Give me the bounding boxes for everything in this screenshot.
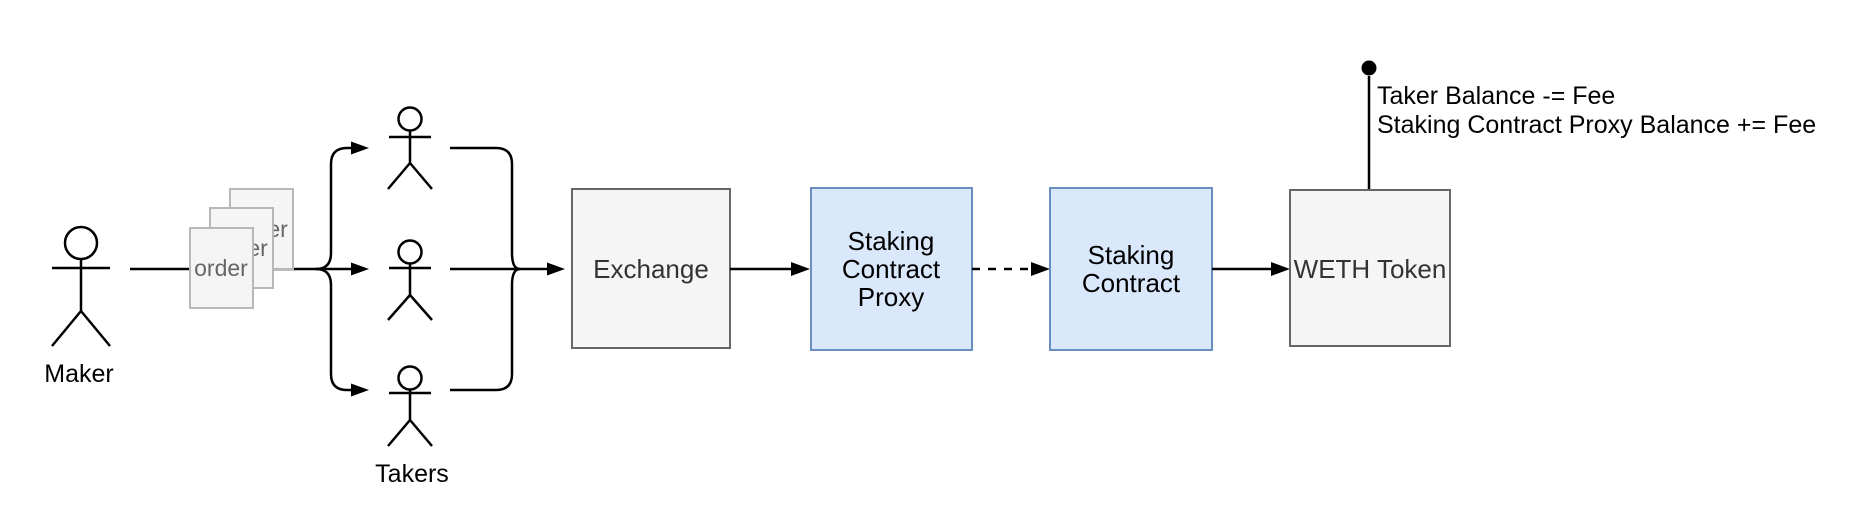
exchange-box	[571, 188, 731, 349]
order-document-front	[189, 227, 254, 309]
arrow-exchange-to-proxy	[730, 262, 810, 276]
taker-bottom-body	[387, 389, 433, 447]
arrow-staking-contract-to-weth-arrowhead	[1271, 262, 1290, 276]
fan-out-middle-arrowhead	[351, 262, 369, 276]
staking-contract-proxy-label-line2: Contract	[842, 254, 941, 284]
fan-out-connector	[315, 141, 369, 397]
staking-contract-label-line1: Staking	[1088, 240, 1175, 270]
order-documents: order order order	[189, 188, 294, 309]
takers-label: Takers	[375, 460, 449, 488]
fan-out-bottom-arrowhead	[351, 383, 369, 397]
staking-contract-proxy-label-line1: Staking	[848, 226, 935, 256]
annotation-endpoint-dot	[1361, 60, 1377, 76]
merge-connector	[450, 146, 565, 392]
arrow-exchange-to-proxy-arrowhead	[791, 262, 810, 276]
exchange-label: Exchange	[593, 254, 709, 284]
staking-contract-proxy-node: Staking Contract Proxy	[810, 187, 973, 351]
taker-top-head	[397, 106, 423, 132]
taker-bottom-head	[397, 365, 423, 391]
weth-token-box	[1289, 189, 1451, 347]
dashed-arrow-proxy-to-staking-contract	[972, 262, 1050, 276]
order-document-front-label: order	[194, 255, 248, 281]
weth-token-node: WETH Token	[1289, 189, 1451, 347]
maker-label: Maker	[44, 360, 113, 388]
annotation-text: Taker Balance -= Fee Staking Contract Pr…	[1377, 82, 1816, 139]
fan-out-bottom-line	[315, 267, 351, 392]
taker-figure-top	[387, 106, 433, 190]
taker-figure-middle	[387, 239, 433, 321]
weth-token-label: WETH Token	[1294, 254, 1447, 284]
staking-contract-proxy-label-line3: Proxy	[858, 282, 924, 312]
taker-middle-body	[387, 263, 433, 321]
staking-contract-proxy-box	[810, 187, 973, 351]
annotation-line2: Staking Contract Proxy Balance += Fee	[1377, 111, 1816, 139]
maker-figure	[51, 225, 111, 347]
taker-figure-bottom	[387, 365, 433, 447]
exchange-node: Exchange	[571, 188, 731, 349]
maker-body	[51, 259, 111, 347]
taker-middle-head	[397, 239, 423, 265]
fan-out-top-line	[315, 146, 351, 271]
annotation-connector	[1361, 60, 1377, 189]
merge-bottom-line	[450, 267, 521, 392]
arrow-staking-contract-to-weth	[1212, 262, 1290, 276]
fan-out-top-arrowhead	[351, 141, 369, 155]
merge-top-line	[450, 146, 521, 271]
maker-head	[63, 225, 99, 261]
annotation-line1: Taker Balance -= Fee	[1377, 82, 1615, 110]
dashed-arrow-arrowhead	[1031, 262, 1050, 276]
staking-contract-label-line2: Contract	[1082, 268, 1181, 298]
taker-top-body	[387, 130, 433, 190]
merge-out-arrowhead	[547, 262, 565, 276]
staking-contract-node: Staking Contract	[1049, 187, 1213, 351]
